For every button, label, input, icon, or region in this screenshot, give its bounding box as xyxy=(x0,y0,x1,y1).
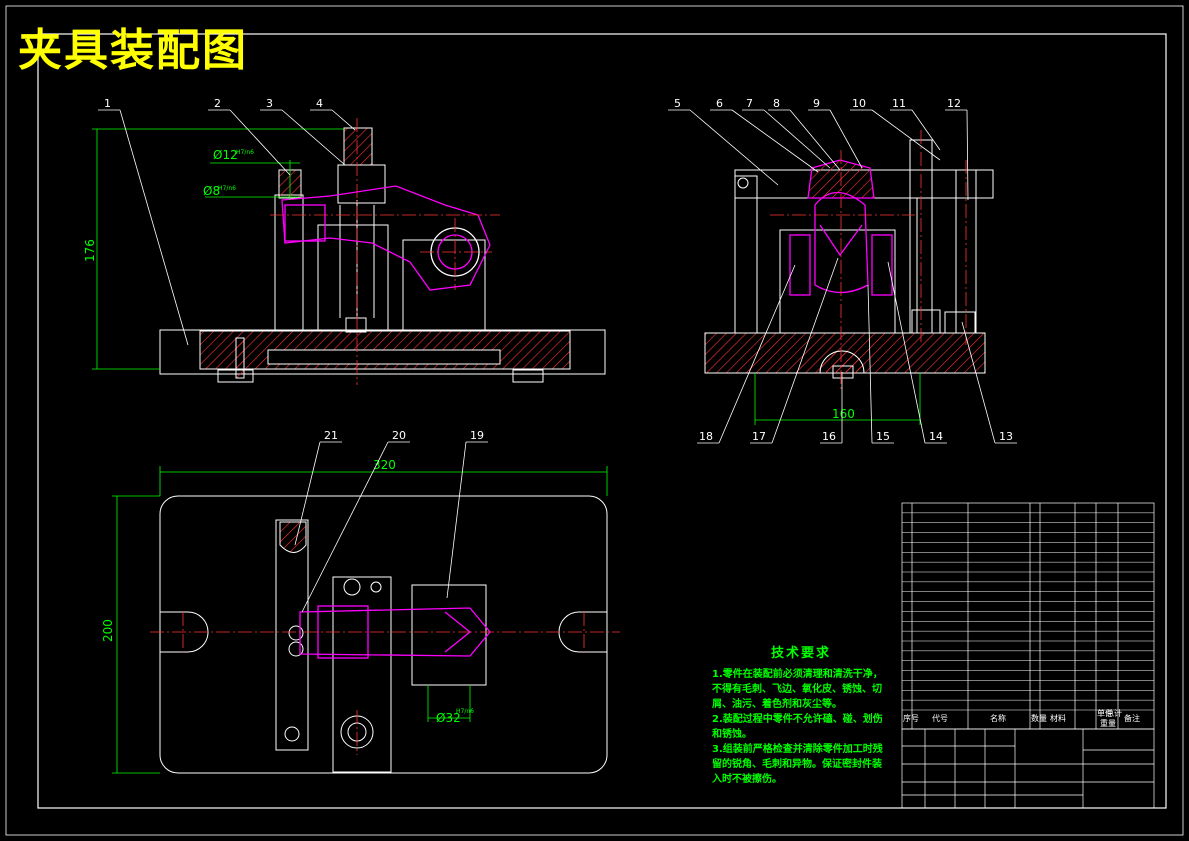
balloon-1: 1 xyxy=(104,97,111,110)
tech-item-3: 3.组装前严格检查并清除零件加工时残留的锐角、毛刺和异物。保证密封件装入时不被擦… xyxy=(712,744,883,785)
front-dims xyxy=(92,128,344,370)
tech-heading: 技术要求 xyxy=(770,646,831,661)
balloon-5: 5 xyxy=(674,97,681,110)
balloon-12: 12 xyxy=(947,97,961,110)
column xyxy=(317,224,389,331)
balloon-6: 6 xyxy=(716,97,723,110)
balloon-20: 20 xyxy=(392,429,406,442)
plan-dims xyxy=(112,466,608,774)
bom-col-code: 代号 xyxy=(932,713,948,723)
tech-item-1: 1.零件在装配前必须清理和清洗干净，不得有毛刺、飞边、氧化皮、锈蚀、切屑、油污、… xyxy=(712,669,883,710)
bom-col-name: 名称 xyxy=(990,713,1006,723)
balloon-numbers: 1 2 3 4 5 6 7 8 9 10 11 12 18 17 16 15 1… xyxy=(104,97,1013,443)
dim-dia-bushing-fit: H7/n6 xyxy=(456,708,474,715)
balloon-7: 7 xyxy=(746,97,753,110)
balloon-14: 14 xyxy=(929,430,943,443)
balloon-13: 13 xyxy=(999,430,1013,443)
slider-block xyxy=(337,164,386,204)
dim-height-front: 176 xyxy=(83,239,97,262)
front-centerlines xyxy=(270,118,500,385)
front-pusher xyxy=(281,185,491,291)
outer-border xyxy=(5,5,1184,836)
dim-height-plan: 200 xyxy=(101,619,115,642)
balloon-21: 21 xyxy=(324,429,338,442)
side-centerlines xyxy=(770,130,967,390)
parts-list-header: 序号 代号 名称 数量 材料 单件 总计 重量 备注 xyxy=(903,708,1140,728)
balloon-10: 10 xyxy=(852,97,866,110)
plan-view xyxy=(159,495,608,774)
balloon-8: 8 xyxy=(773,97,780,110)
balloon-15: 15 xyxy=(876,430,890,443)
drawing-title: 夹具装配图 xyxy=(18,25,248,76)
parts-list-rows xyxy=(902,512,1154,711)
bom-col-unit: 单件 xyxy=(1097,708,1113,718)
leaders xyxy=(98,109,1017,613)
parts-list xyxy=(901,502,1155,809)
dim-dia-small: Ø8 xyxy=(203,184,220,198)
bom-col-weight: 重量 xyxy=(1100,718,1116,728)
balloon-3: 3 xyxy=(266,97,273,110)
technical-requirements: 技术要求 1.零件在装配前必须清理和清洗干净，不得有毛刺、飞边、氧化皮、锈蚀、切… xyxy=(712,646,890,787)
top-bolt xyxy=(343,127,373,166)
bom-col-no: 序号 xyxy=(903,713,919,723)
balloon-11: 11 xyxy=(892,97,906,110)
inner-border xyxy=(37,33,1167,809)
front-view xyxy=(159,127,606,383)
bom-col-qty: 数量 xyxy=(1031,713,1047,723)
plan-centerlines xyxy=(150,612,620,755)
dim-dia-pin: Ø12 xyxy=(213,148,238,162)
balloon-18: 18 xyxy=(699,430,713,443)
balloon-9: 9 xyxy=(813,97,820,110)
dim-dia-small-fit: H7/n6 xyxy=(218,185,236,192)
bom-col-remark: 备注 xyxy=(1124,713,1140,723)
plan-section xyxy=(279,521,307,553)
bom-col-material: 材料 xyxy=(1050,713,1066,723)
dim-length-plan: 320 xyxy=(373,458,396,472)
balloon-2: 2 xyxy=(214,97,221,110)
balloon-19: 19 xyxy=(470,429,484,442)
side-dims xyxy=(754,373,921,425)
bom-col-total: 总计 xyxy=(1106,708,1122,718)
plan-base xyxy=(159,495,608,774)
balloon-17: 17 xyxy=(752,430,766,443)
tech-item-2: 2.装配过程中零件不允许磕、碰、划伤和锈蚀。 xyxy=(712,714,883,740)
dim-dia-bushing: Ø32 xyxy=(436,711,461,725)
dim-width-side: 160 xyxy=(832,407,855,421)
right-block xyxy=(402,239,486,331)
balloon-4: 4 xyxy=(316,97,323,110)
dim-dia-pin-fit: H7/n6 xyxy=(236,149,254,156)
balloon-16: 16 xyxy=(822,430,836,443)
